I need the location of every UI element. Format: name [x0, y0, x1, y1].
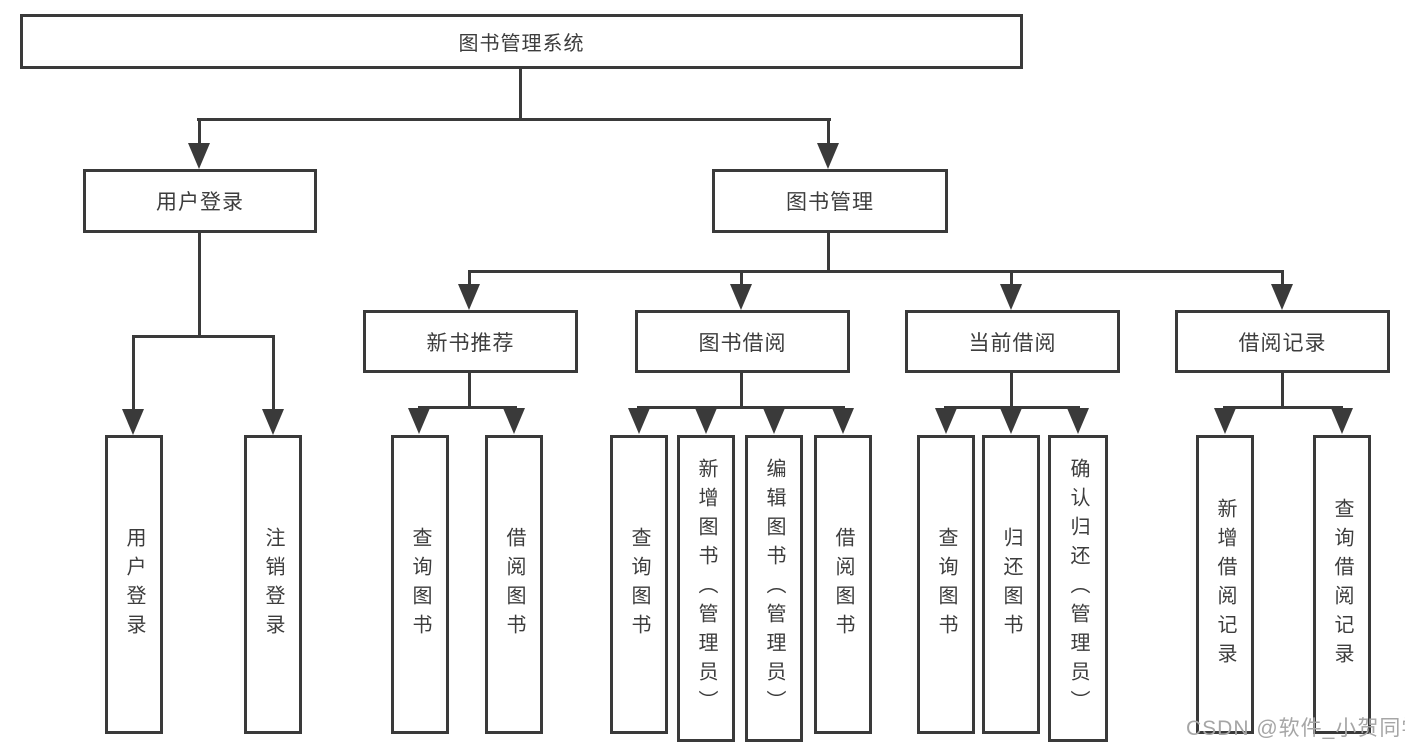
arrow-down-icon — [503, 408, 525, 434]
edge-current-split — [944, 406, 1080, 409]
edge-new-book-trunk — [468, 371, 471, 409]
leaf-logout: 注销登录 — [244, 435, 302, 734]
edge-to-current — [1010, 270, 1013, 286]
arrow-down-icon — [730, 284, 752, 310]
node-user-login: 用户登录 — [83, 169, 317, 233]
arrow-down-icon — [1000, 408, 1022, 434]
arrow-down-icon — [695, 408, 717, 434]
edge-to-leaf-user-login — [132, 335, 135, 411]
arrow-down-icon — [763, 408, 785, 434]
csdn-watermark: CSDN @软件_小贺同学 — [1186, 717, 1405, 740]
edge-borrowing-split — [637, 406, 845, 409]
node-current-borrowing: 当前借阅 — [905, 310, 1120, 373]
edge-user-login-trunk — [198, 231, 201, 337]
node-book-borrowing: 图书借阅 — [635, 310, 850, 373]
leaf-query-borrow-record: 查询借阅记录 — [1313, 435, 1371, 734]
arrow-down-icon — [1271, 284, 1293, 310]
leaf-query-books-borrowing: 查询图书 — [610, 435, 668, 734]
edge-borrowing-trunk — [740, 371, 743, 409]
edge-to-user-login — [198, 118, 201, 148]
leaf-add-books-admin: 新增图书（管理员） — [677, 435, 735, 742]
edge-records-trunk — [1281, 371, 1284, 409]
edge-user-login-split — [132, 335, 275, 338]
edge-to-new-book — [468, 270, 471, 286]
node-borrow-records: 借阅记录 — [1175, 310, 1390, 373]
edge-root-trunk — [519, 67, 522, 118]
arrow-down-icon — [1331, 408, 1353, 434]
leaf-borrow-books-borrowing: 借阅图书 — [814, 435, 872, 734]
arrow-down-icon — [817, 143, 839, 169]
edge-current-trunk — [1010, 371, 1013, 409]
edge-to-book-mgmt — [827, 118, 830, 148]
arrow-down-icon — [628, 408, 650, 434]
edge-book-mgmt-split — [468, 270, 1284, 273]
leaf-add-borrow-record: 新增借阅记录 — [1196, 435, 1254, 734]
leaf-query-books-recommend: 查询图书 — [391, 435, 449, 734]
arrow-down-icon — [188, 143, 210, 169]
edge-book-mgmt-trunk — [827, 231, 830, 272]
arrow-down-icon — [122, 409, 144, 435]
edge-to-records — [1281, 270, 1284, 286]
edge-to-leaf-logout — [272, 335, 275, 411]
node-library-management-system: 图书管理系统 — [20, 14, 1023, 69]
node-new-book-recommend: 新书推荐 — [363, 310, 578, 373]
leaf-query-books-current: 查询图书 — [917, 435, 975, 734]
arrow-down-icon — [935, 408, 957, 434]
edge-new-book-split — [418, 406, 517, 409]
edge-records-split — [1223, 406, 1343, 409]
arrow-down-icon — [1067, 408, 1089, 434]
leaf-confirm-return-admin: 确认归还（管理员） — [1048, 435, 1108, 742]
leaf-borrow-books-recommend: 借阅图书 — [485, 435, 543, 734]
arrow-down-icon — [1000, 284, 1022, 310]
arrow-down-icon — [458, 284, 480, 310]
edge-to-borrowing — [740, 270, 743, 286]
arrow-down-icon — [262, 409, 284, 435]
arrow-down-icon — [832, 408, 854, 434]
edge-root-split — [197, 118, 831, 121]
arrow-down-icon — [1214, 408, 1236, 434]
arrow-down-icon — [408, 408, 430, 434]
node-book-management: 图书管理 — [712, 169, 948, 233]
leaf-edit-books-admin: 编辑图书（管理员） — [745, 435, 803, 742]
leaf-user-login: 用户登录 — [105, 435, 163, 734]
leaf-return-books: 归还图书 — [982, 435, 1040, 734]
